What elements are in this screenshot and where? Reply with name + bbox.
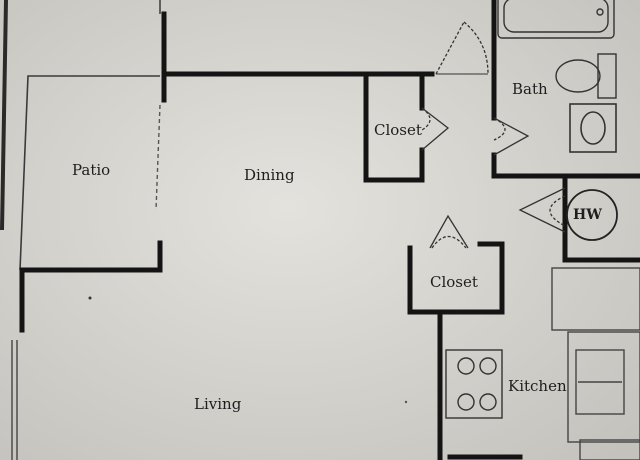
water-heater-label: HW [573, 207, 602, 223]
door-swings [421, 21, 566, 249]
walls [19, 0, 640, 460]
kitchen-counters [551, 267, 640, 460]
stove [445, 349, 503, 419]
room-label-living: Living [194, 395, 242, 413]
room-label-patio: Patio [72, 161, 111, 179]
room-label-bath: Bath [512, 80, 548, 98]
bath-sink [569, 103, 617, 153]
room-label-closet-lower: Closet [430, 273, 478, 291]
sliding-door [155, 104, 161, 211]
water-heater [566, 189, 618, 241]
living-left-door [11, 340, 18, 460]
room-label-closet-upper: Closet [374, 121, 422, 139]
outer-wall-left [0, 0, 8, 231]
bathtub [497, 0, 615, 39]
toilet [555, 53, 617, 99]
speck [88, 296, 92, 300]
speck-2 [404, 400, 408, 404]
room-label-kitchen: Kitchen [508, 377, 567, 395]
room-label-dining: Dining [244, 166, 295, 184]
patio-outline [19, 75, 160, 271]
